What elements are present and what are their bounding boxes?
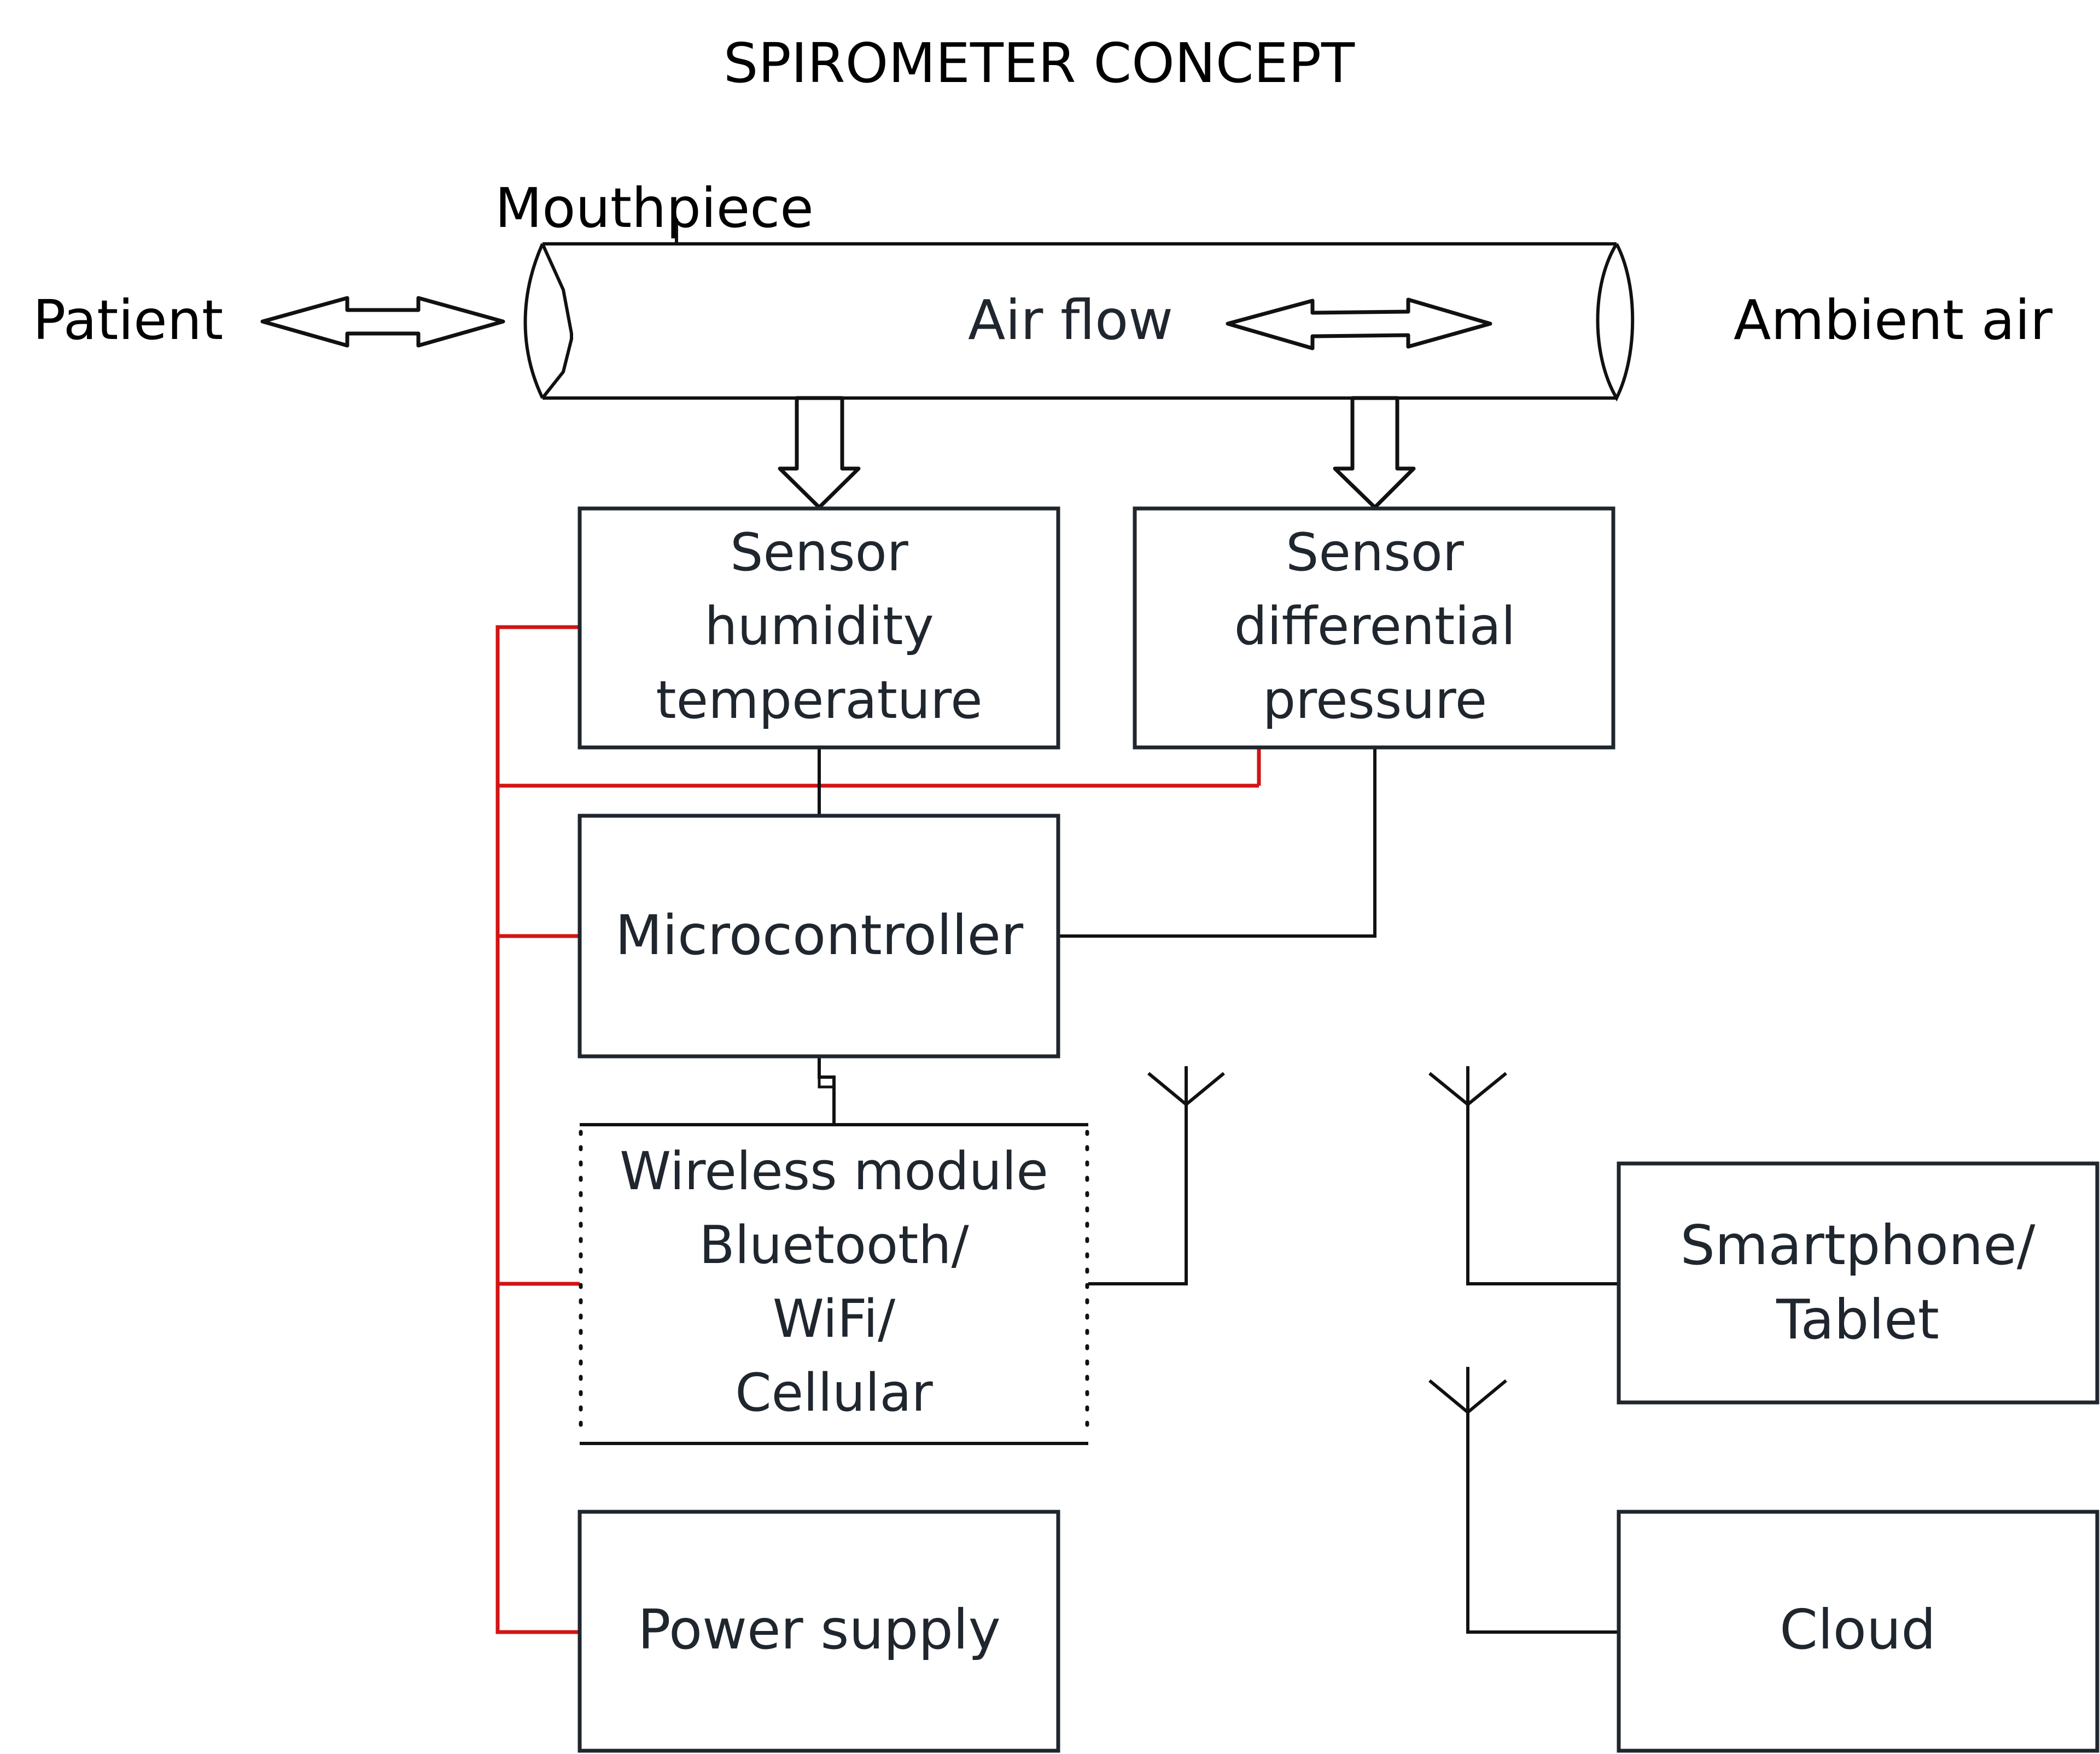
down-arrow-pressure-icon: [1333, 396, 1416, 510]
smartphone-tablet-block: Smartphone/ Tablet: [1617, 1161, 2099, 1405]
mouthpiece-label: Mouthpiece: [495, 176, 814, 240]
mouthpiece-end-icon: [523, 243, 573, 399]
sensor-humidity-line-3: temperature: [656, 670, 982, 730]
smartphone-line-1: Smartphone/: [1680, 1213, 2035, 1277]
antenna-cloud-icon: [1428, 1367, 1619, 1634]
power-supply-block: Power supply: [578, 1510, 1060, 1753]
ambient-end-icon: [1596, 243, 1635, 402]
wireless-line-4: Cellular: [735, 1363, 933, 1423]
sensor-humidity-line-1: Sensor: [730, 523, 909, 583]
connector-icon: [818, 1075, 836, 1089]
wireless-module-block: Wireless module Bluetooth/ WiFi/ Cellula…: [579, 1123, 1089, 1445]
microcontroller-block: Microcontroller: [578, 814, 1060, 1059]
sensor-humidity-line-2: humidity: [704, 597, 934, 657]
sensor-pressure-line-3: pressure: [1263, 670, 1487, 730]
wireless-line-3: WiFi/: [773, 1289, 895, 1349]
antenna-module-icon: [1088, 1066, 1225, 1285]
flow-tube: [523, 219, 1635, 402]
wireless-line-1: Wireless module: [620, 1142, 1048, 1202]
antenna-smartphone-icon: [1428, 1066, 1619, 1285]
power-bus: [495, 625, 1261, 1634]
sensor-pressure-block: Sensor differential pressure: [1133, 506, 1615, 750]
air-flow-label: Air flow: [968, 288, 1173, 352]
microcontroller-label: Microcontroller: [615, 903, 1024, 967]
sensor-pressure-line-2: differential: [1234, 597, 1515, 657]
signal-pressure-to-mcu: [1058, 747, 1376, 938]
diagram-title: SPIROMETER CONCEPT: [724, 31, 1355, 95]
down-arrow-humidity-icon: [778, 396, 861, 510]
cloud-label: Cloud: [1780, 1598, 1936, 1662]
cloud-block: Cloud: [1617, 1510, 2099, 1753]
smartphone-line-2: Tablet: [1776, 1288, 1939, 1352]
power-line-main: [495, 625, 580, 1634]
power-supply-label: Power supply: [638, 1598, 1001, 1662]
wireless-line-2: Bluetooth/: [699, 1215, 969, 1276]
tube-airflow-double-arrow-icon: [1226, 297, 1492, 350]
sensor-humidity-block: Sensor humidity temperature: [578, 506, 1060, 750]
patient-airflow-double-arrow-icon: [260, 296, 505, 348]
signal-mcu-to-wireless: [818, 1056, 836, 1125]
ambient-air-label: Ambient air: [1734, 288, 2053, 352]
patient-label: Patient: [33, 288, 223, 352]
sensor-pressure-line-1: Sensor: [1286, 523, 1465, 583]
